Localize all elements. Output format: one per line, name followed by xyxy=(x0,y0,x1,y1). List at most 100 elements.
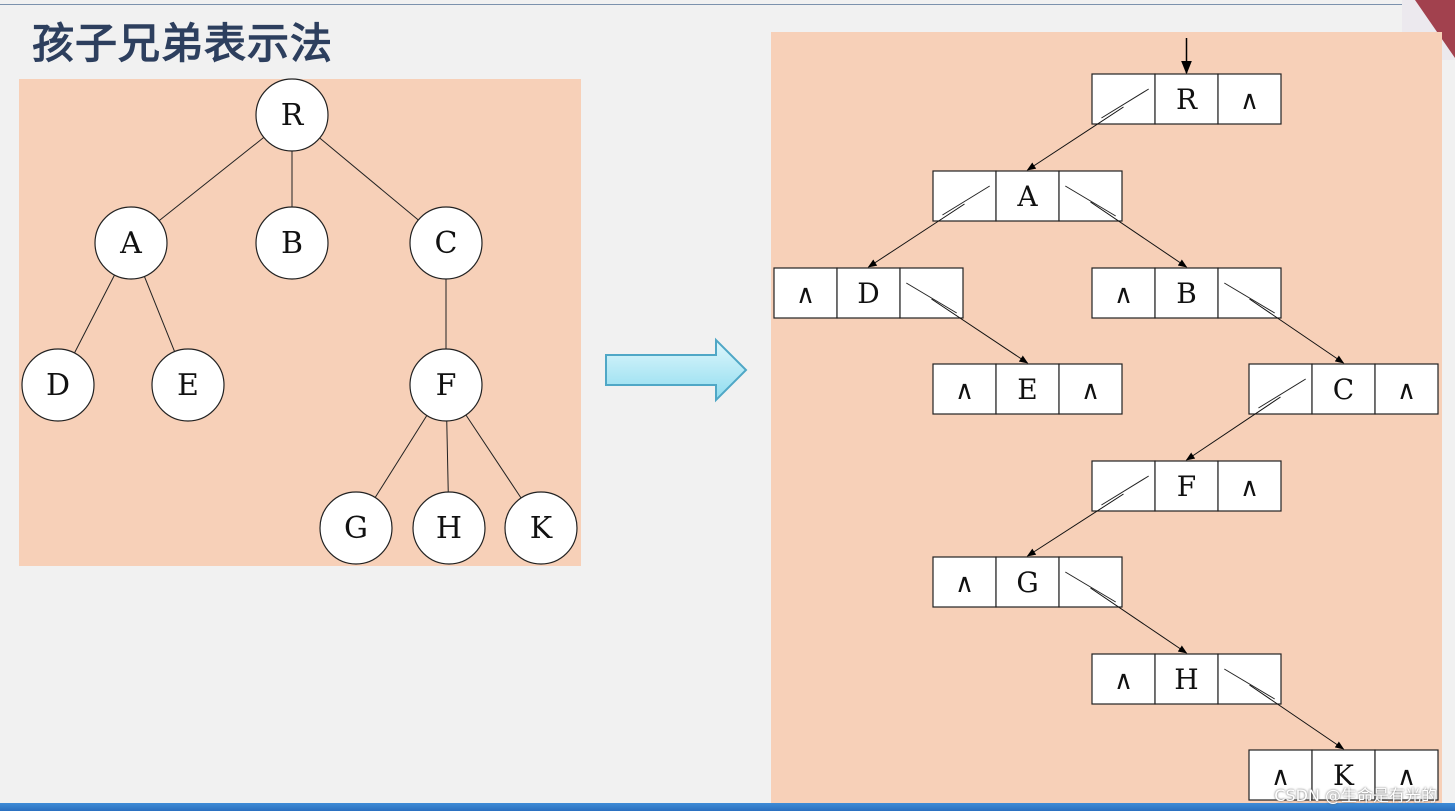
tree-node-circle xyxy=(409,348,483,422)
binary-node-C: C∧ xyxy=(1185,363,1439,461)
tree-node-label: C xyxy=(435,226,458,261)
tree-edge-F-G xyxy=(374,415,428,498)
tree-node-label: D xyxy=(46,368,70,403)
binary-node-label: R xyxy=(1176,83,1198,116)
binary-node-label: E xyxy=(1017,373,1037,406)
transform-arrow-icon xyxy=(605,337,748,403)
first-child-pointer-R-A xyxy=(1026,106,1124,171)
first-child-pointer-A-D xyxy=(867,203,965,268)
next-sibling-cell xyxy=(1058,363,1123,415)
first-child-cell xyxy=(1248,363,1313,415)
tree-node-D: D xyxy=(21,348,95,422)
tree-node-label: G xyxy=(344,511,368,546)
tree-node-label: B xyxy=(281,226,303,261)
next-sibling-cell xyxy=(1217,267,1282,319)
binary-node-E: E ∧ ∧ xyxy=(932,363,1123,415)
binary-node-R: R∧ xyxy=(1026,73,1282,171)
binary-node-label: B xyxy=(1176,277,1197,310)
null-pointer: ∧ xyxy=(1397,376,1416,406)
binary-node-K: K∧∧ xyxy=(1248,749,1439,801)
data-cell xyxy=(995,556,1060,608)
binary-node-A: A xyxy=(867,170,1188,268)
next-sibling-pointer-D-E xyxy=(931,298,1029,364)
next-sibling-pointer-B-C xyxy=(1249,298,1345,364)
binary-node-label: H xyxy=(1174,663,1198,696)
next-sibling-cell xyxy=(1217,73,1282,125)
next-sibling-pointer-H-K xyxy=(1249,684,1345,750)
null-pointer: ∧ xyxy=(1240,473,1259,503)
page-title: 孩子兄弟表示法 xyxy=(32,19,334,68)
next-sibling-cell xyxy=(1058,170,1123,222)
tree-node-label: F xyxy=(436,368,457,403)
next-sibling-cell xyxy=(1217,460,1282,512)
tree-edge-A-E xyxy=(143,276,176,352)
null-pointer: ∧ xyxy=(1397,762,1416,792)
pointer-tick xyxy=(906,282,957,314)
data-cell xyxy=(836,267,901,319)
tree-node-circle xyxy=(504,491,578,565)
tree-edge-F-K xyxy=(465,414,522,499)
tree-node-circle xyxy=(255,78,329,152)
pointer-tick xyxy=(1224,282,1275,314)
pointer-tick xyxy=(1065,571,1116,603)
null-pointer: ∧ xyxy=(955,376,974,406)
tree-node-R: R xyxy=(255,78,329,152)
tree-node-F: F xyxy=(409,348,483,422)
null-pointer: ∧ xyxy=(1114,280,1133,310)
data-cell xyxy=(1154,460,1219,512)
binary-node-label: A xyxy=(1016,180,1038,213)
null-pointer: ∧ xyxy=(796,280,815,310)
first-child-cell xyxy=(773,267,838,319)
pointer-tick xyxy=(1065,185,1116,217)
tree-node-circle xyxy=(21,348,95,422)
tree-node-circle xyxy=(255,206,329,280)
binary-node-G: G∧ xyxy=(932,556,1188,654)
tree-node-circle xyxy=(151,348,225,422)
binary-node-label: C xyxy=(1333,373,1354,406)
null-pointer: ∧ xyxy=(1240,86,1259,116)
next-sibling-pointer-A-B xyxy=(1090,201,1188,268)
data-cell xyxy=(1154,653,1219,705)
next-sibling-cell xyxy=(1217,653,1282,705)
data-cell xyxy=(1311,363,1376,415)
tree-node-label: R xyxy=(281,98,305,133)
next-sibling-cell xyxy=(899,267,964,319)
tree-node-circle xyxy=(412,491,486,565)
child-sibling-binary-tree: R∧AD∧B∧E∧∧C∧F∧G∧H∧K∧∧ xyxy=(773,38,1439,801)
pointer-tick xyxy=(1258,378,1306,409)
data-cell xyxy=(1154,267,1219,319)
tree-node-circle xyxy=(409,206,483,280)
pointer-tick xyxy=(1224,668,1275,700)
binary-node-label: G xyxy=(1016,566,1038,599)
tree-edge-R-A xyxy=(158,137,265,221)
first-child-cell xyxy=(932,363,997,415)
null-pointer: ∧ xyxy=(955,569,974,599)
tree-node-circle xyxy=(319,491,393,565)
null-pointer: ∧ xyxy=(1114,666,1133,696)
first-child-cell xyxy=(1248,749,1313,801)
binary-node-label: F xyxy=(1177,470,1196,503)
pointer-tick xyxy=(1101,88,1149,119)
tree-node-G: G xyxy=(319,491,393,565)
tree-edge-R-C xyxy=(319,137,419,221)
tree-node-K: K xyxy=(504,491,578,565)
pointer-tick xyxy=(942,185,990,216)
tree-node-A: A xyxy=(94,206,168,280)
tree-node-circle xyxy=(94,206,168,280)
next-sibling-cell xyxy=(1374,749,1439,801)
first-child-cell xyxy=(1091,460,1156,512)
tree-panel xyxy=(19,79,581,566)
footer-bar xyxy=(0,803,1455,811)
data-cell xyxy=(1154,73,1219,125)
first-child-cell xyxy=(932,170,997,222)
binary-node-label: K xyxy=(1333,759,1355,792)
tree-node-label: K xyxy=(530,511,553,546)
first-child-cell xyxy=(1091,267,1156,319)
first-child-pointer-C-F xyxy=(1185,396,1281,461)
binary-node-H: H∧ xyxy=(1091,653,1345,750)
null-pointer: ∧ xyxy=(1081,376,1100,406)
header-rule xyxy=(0,4,1402,5)
watermark: CSDN @生命是有光的 xyxy=(1274,786,1437,805)
